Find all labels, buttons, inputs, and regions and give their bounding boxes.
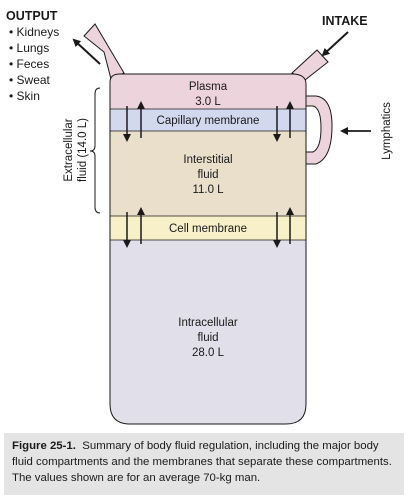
output-spout [83, 23, 125, 80]
intracellular-volume: 28.0 L [192, 347, 225, 359]
intake-title: INTAKE [322, 14, 368, 28]
capillary-membrane-band [110, 109, 306, 131]
interstitial-label-line2: fluid [197, 169, 218, 181]
caption-box [4, 433, 404, 495]
extracellular-bracket [89, 87, 101, 214]
jug-outline [109, 73, 307, 425]
cell-membrane-band [110, 216, 306, 240]
output-item-lungs: • Lungs [9, 41, 49, 55]
intake-arrow [321, 31, 349, 57]
fluid-compartment-diagram: OUTPUT • Kidneys • Lungs • Feces • Sweat… [6, 9, 393, 425]
intracellular-label-line2: fluid [197, 332, 218, 344]
cell-exchange-arrows-right [273, 207, 294, 248]
output-item-skin: • Skin [9, 89, 40, 103]
interstitial-compartment [110, 131, 306, 216]
output-arrow [72, 38, 101, 65]
interstitial-volume: 11.0 L [192, 184, 224, 196]
extracellular-label-line2: fluid (14.0 L) [77, 118, 89, 182]
intracellular-compartment [110, 240, 306, 424]
interstitial-label-line1: Interstitial [183, 154, 232, 166]
cell-exchange-arrows-left [123, 207, 145, 248]
plasma-label: Plasma [189, 81, 228, 93]
capillary-membrane-label: Capillary membrane [157, 115, 260, 127]
lymphatics-label: Lymphatics [381, 102, 393, 160]
caption-label: Figure 25-1. [12, 440, 76, 452]
capillary-exchange-arrows-left [123, 101, 145, 142]
output-title: OUTPUT [6, 9, 58, 23]
extracellular-label-line1: Extracellular [63, 118, 75, 181]
capillary-exchange-arrows-right [273, 101, 294, 142]
figure-caption: Figure 25-1. Summary of body fluid regul… [12, 438, 396, 487]
lymphatics-handle [305, 95, 333, 165]
output-item-feces: • Feces [9, 57, 49, 71]
caption-text: Summary of body fluid regulation, includ… [12, 440, 392, 485]
output-item-sweat: • Sweat [9, 73, 51, 87]
output-item-kidneys: • Kidneys [9, 25, 59, 39]
intracellular-label-line1: Intracellular [178, 317, 238, 329]
plasma-compartment [110, 74, 306, 109]
plasma-volume: 3.0 L [195, 96, 221, 108]
cell-membrane-label: Cell membrane [169, 223, 247, 235]
